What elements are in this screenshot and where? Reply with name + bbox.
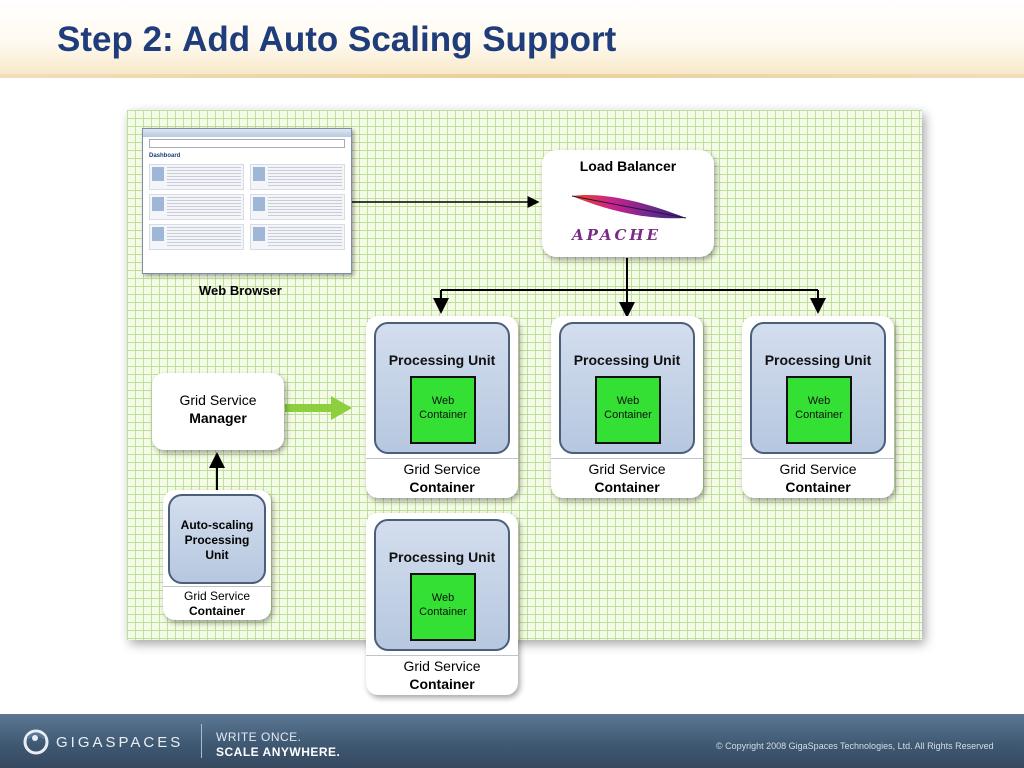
processing-unit-title: Processing Unit <box>388 549 496 565</box>
gsc-line2: Container <box>409 676 475 692</box>
tagline-line2: SCALE ANYWHERE. <box>216 745 341 759</box>
gsc-line2: Container <box>785 479 851 495</box>
gsc-line1: Grid Service <box>403 461 481 477</box>
slide-title: Step 2: Add Auto Scaling Support <box>57 20 617 59</box>
load-balancer-label: Load Balancer <box>579 158 677 174</box>
grid-service-manager-box: Grid Service Manager <box>152 373 284 450</box>
apache-feather-icon <box>571 194 687 219</box>
apache-logo-text: APACHE <box>572 226 662 244</box>
autoscaling-processing-unit: Auto-scaling Processing Unit <box>168 494 266 584</box>
gsc-line2: Container <box>188 604 245 618</box>
gsc-line1: Grid Service <box>588 461 666 477</box>
tagline-line1: WRITE ONCE. <box>216 730 302 744</box>
web-browser-label: Web Browser <box>199 283 282 298</box>
footer-divider <box>201 724 202 758</box>
gigaspaces-logo: GIGASPACES <box>22 728 183 756</box>
autoscaling-grid-service-container: Auto-scaling Processing Unit Grid Servic… <box>163 490 271 620</box>
gsc-line1: Grid Service <box>779 461 857 477</box>
processing-unit-title: Processing Unit <box>388 352 496 368</box>
processing-unit-title: Processing Unit <box>764 352 872 368</box>
gsc-line1: Grid Service <box>183 589 251 603</box>
processing-unit-title: Processing Unit <box>573 352 681 368</box>
logo-text: GIGASPACES <box>56 733 184 751</box>
gsm-line2: Manager <box>189 410 247 426</box>
gsc-line2: Container <box>594 479 660 495</box>
autoscaling-pu-title: Auto-scaling Processing Unit <box>180 518 254 562</box>
gsc-line1: Grid Service <box>403 658 481 674</box>
load-balancer-box: Load Balancer APACHE <box>542 150 714 257</box>
gigaspaces-swirl-icon <box>23 729 49 755</box>
footer-bar: GIGASPACES WRITE ONCE. SCALE ANYWHERE. ©… <box>0 714 1024 768</box>
gsm-line1: Grid Service <box>179 392 257 408</box>
gsc-line2: Container <box>409 479 475 495</box>
title-band: Step 2: Add Auto Scaling Support <box>0 0 1024 78</box>
web-browser-screenshot: Dashboard <box>142 128 352 274</box>
copyright-text: © Copyright 2008 GigaSpaces Technologies… <box>716 741 994 751</box>
browser-dashboard-heading: Dashboard <box>149 153 181 159</box>
